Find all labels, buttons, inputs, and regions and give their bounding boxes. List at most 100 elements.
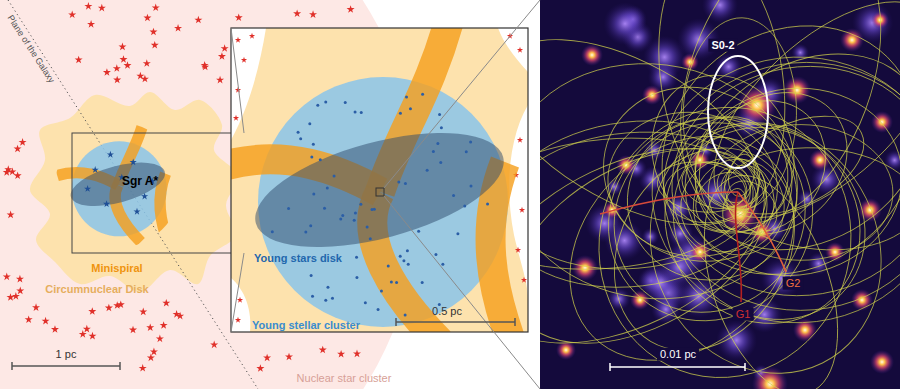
gas-cloud-orbit — [600, 192, 738, 214]
orbits — [540, 0, 900, 389]
old-star — [123, 61, 131, 69]
young-star — [304, 231, 307, 234]
old-star — [42, 317, 50, 325]
young-star — [308, 122, 311, 125]
cavity — [498, 28, 528, 72]
zoom-line — [231, 253, 244, 332]
young-star — [377, 308, 380, 311]
bright-star — [783, 76, 811, 104]
core — [231, 28, 516, 332]
region-label: Circumnuclear Disk — [45, 283, 148, 296]
minispiral — [231, 28, 515, 332]
zoom-line — [384, 196, 540, 389]
region-label: Nuclear star cluster — [297, 372, 392, 385]
young-star — [355, 276, 358, 279]
gas-cloud-orbit — [738, 192, 786, 272]
young-star — [440, 126, 443, 129]
bright-star — [581, 44, 603, 66]
scale-bar — [396, 318, 515, 326]
scale-label: 0.5 pc — [432, 305, 462, 318]
young-star — [486, 202, 489, 205]
old-star — [517, 137, 523, 143]
old-star — [149, 28, 157, 36]
sgr-a-marker — [376, 188, 384, 196]
scale-label: 1 pc — [56, 348, 77, 361]
young-star — [312, 143, 315, 146]
inset-core — [57, 118, 169, 245]
young-star — [452, 194, 455, 197]
young-star — [397, 181, 400, 184]
cavity — [231, 278, 250, 332]
old-star — [353, 350, 361, 358]
young-star — [369, 237, 372, 240]
old-star — [162, 299, 170, 307]
middle-content — [231, 28, 528, 332]
old-star — [98, 4, 106, 12]
young-star — [380, 289, 383, 292]
old-star — [117, 300, 125, 308]
stellar-orbit — [540, 91, 839, 389]
young-star — [319, 158, 322, 161]
old-star — [151, 41, 159, 49]
young-star — [426, 169, 429, 172]
young-star — [107, 151, 114, 158]
young-star — [354, 211, 357, 214]
old-star — [75, 56, 83, 64]
cavity — [509, 105, 528, 300]
young-star — [463, 205, 466, 208]
region-label: Minispiral — [91, 262, 142, 275]
old-star — [25, 315, 33, 323]
galactic-plane-line — [8, 0, 258, 389]
stellar-orbit — [540, 108, 795, 383]
young-star — [399, 112, 402, 115]
stellar-orbit — [612, 0, 900, 326]
old-star — [113, 64, 121, 72]
old-star — [194, 16, 202, 24]
young-star — [390, 281, 393, 284]
young-star — [354, 111, 357, 114]
old-star — [87, 20, 95, 28]
old-star — [249, 33, 255, 39]
young-star — [436, 142, 439, 145]
young-star — [271, 230, 274, 233]
old-star — [515, 247, 521, 253]
young-star — [438, 113, 441, 116]
old-star — [118, 43, 126, 51]
young-star — [310, 156, 313, 159]
stellar-orbit — [677, 0, 900, 256]
young-stars-disk — [243, 111, 515, 270]
old-star — [233, 115, 239, 121]
stellar-orbit — [671, 63, 876, 264]
young-star — [434, 253, 437, 256]
young-star — [92, 166, 99, 173]
young-star — [404, 182, 407, 185]
young-star — [324, 101, 327, 104]
old-star — [237, 297, 243, 303]
old-star — [160, 321, 168, 329]
old-star — [319, 346, 327, 354]
young-star — [366, 226, 369, 229]
old-star — [113, 76, 121, 84]
young-star — [406, 249, 409, 252]
old-star — [136, 72, 144, 80]
s0-2-orbit — [708, 56, 768, 168]
young-star — [344, 101, 347, 104]
young-star — [297, 131, 300, 134]
young-star — [359, 203, 362, 206]
young-star — [404, 313, 407, 316]
young-star — [439, 161, 442, 164]
young-star — [316, 104, 319, 107]
old-star — [263, 354, 271, 362]
bright-star — [840, 28, 864, 52]
young-star — [84, 185, 91, 192]
stellar-orbit — [716, 171, 787, 242]
young-star — [370, 208, 373, 211]
stellar-orbit — [597, 99, 789, 269]
object-label: Sgr A* — [122, 175, 158, 189]
old-star — [7, 211, 15, 219]
old-star — [19, 138, 27, 146]
old-star — [7, 293, 15, 301]
stellar-orbit — [540, 1, 788, 262]
old-star — [293, 9, 301, 17]
